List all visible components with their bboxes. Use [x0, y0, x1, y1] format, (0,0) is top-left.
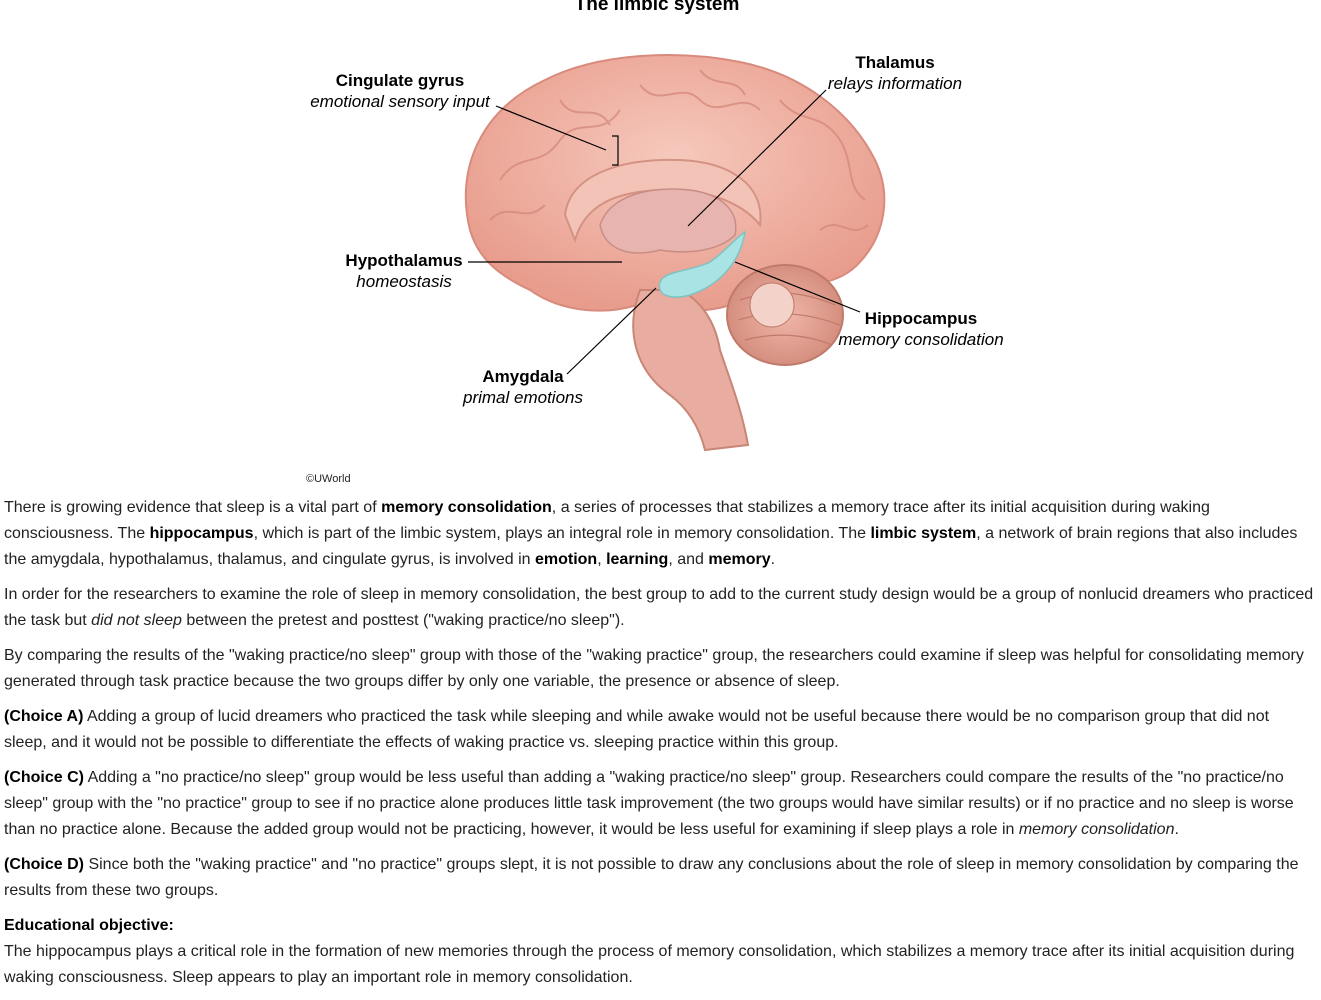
arbor-vitae — [749, 282, 795, 328]
label-hypothalamus: Hypothalamus homeostasis — [334, 250, 474, 292]
text-span: between the pretest and posttest ("wakin… — [181, 612, 625, 629]
label-hippocampus: Hippocampus memory consolidation — [826, 308, 1016, 350]
text-span: , — [597, 551, 607, 568]
choice-c-text: Adding a "no practice/no sleep" group wo… — [4, 769, 1294, 838]
choice-d-text: Since both the "waking practice" and "no… — [4, 856, 1299, 899]
figure-title: The limbic system — [574, 0, 740, 15]
explanation-content: There is growing evidence that sleep is … — [4, 495, 1314, 1000]
text-span: , a series of processes that stabilizes … — [4, 499, 1210, 542]
brainstem-shape — [632, 289, 750, 452]
thalamus-function: relays information — [827, 74, 963, 93]
choice-c-label: (Choice C) — [4, 769, 84, 786]
choice-a-explanation: (Choice A) Adding a group of lucid dream… — [4, 704, 1314, 756]
hippocampus-function: memory consolidation — [838, 330, 1004, 349]
hippocampus-name: Hippocampus — [864, 309, 978, 328]
cingulate-name: Cingulate gyrus — [335, 71, 465, 90]
gyri-folds — [489, 69, 869, 231]
choice-a-text: Adding a group of lucid dreamers who pra… — [4, 708, 1270, 751]
bold-term: limbic system — [870, 525, 977, 542]
text-span: , a network of brain regions that also i… — [4, 525, 1298, 568]
text-span: . — [1174, 821, 1179, 838]
bold-term: memory consolidation — [381, 499, 552, 516]
copyright-icon: © — [306, 473, 315, 485]
italic-term: memory consolidation — [1018, 821, 1175, 838]
label-cingulate-gyrus: Cingulate gyrus emotional sensory input — [300, 70, 500, 112]
italic-term: did not sleep — [91, 612, 182, 629]
copyright-notice: ©UWorld — [306, 473, 351, 485]
label-amygdala: Amygdala primal emotions — [448, 366, 598, 408]
paragraph-2: In order for the researchers to examine … — [4, 582, 1314, 634]
text-span: , which is part of the limbic system, pl… — [253, 525, 871, 542]
copyright-text: UWorld — [314, 473, 351, 485]
text-span: There is growing evidence that sleep is … — [4, 499, 382, 516]
text-span: In order for the researchers to examine … — [4, 586, 1314, 629]
hypothalamus-function: homeostasis — [356, 272, 452, 291]
inner-region — [599, 188, 737, 254]
bold-term: emotion — [534, 551, 598, 568]
amygdala-function: primal emotions — [463, 388, 583, 407]
limbic-system-figure: The limbic system — [0, 0, 1321, 470]
paragraph-1: There is growing evidence that sleep is … — [4, 495, 1314, 573]
brain-illustration — [464, 54, 886, 452]
amygdala-name: Amygdala — [482, 367, 564, 386]
choice-d-label: (Choice D) — [4, 856, 84, 873]
cingulate-function: emotional sensory input — [310, 92, 490, 111]
educational-objective-text: The hippocampus plays a critical role in… — [4, 943, 1295, 986]
educational-objective-heading: Educational objective: — [4, 917, 174, 934]
paragraph-3: By comparing the results of the "waking … — [4, 647, 1304, 690]
bold-term: memory — [708, 551, 771, 568]
leader-lines — [468, 89, 861, 375]
thalamus-name: Thalamus — [855, 53, 935, 72]
choice-a-label: (Choice A) — [4, 708, 84, 725]
choice-d-explanation: (Choice D) Since both the "waking practi… — [4, 852, 1314, 904]
bold-term: learning — [606, 551, 669, 568]
text-span: , and — [668, 551, 709, 568]
bold-term: hippocampus — [149, 525, 254, 542]
choice-c-explanation: (Choice C) Adding a "no practice/no slee… — [4, 765, 1314, 843]
hypothalamus-name: Hypothalamus — [345, 251, 463, 270]
hippocampus-shape — [658, 230, 747, 298]
label-thalamus: Thalamus relays information — [810, 52, 980, 94]
cingulate-region — [563, 158, 762, 244]
text-span: . — [770, 551, 776, 568]
